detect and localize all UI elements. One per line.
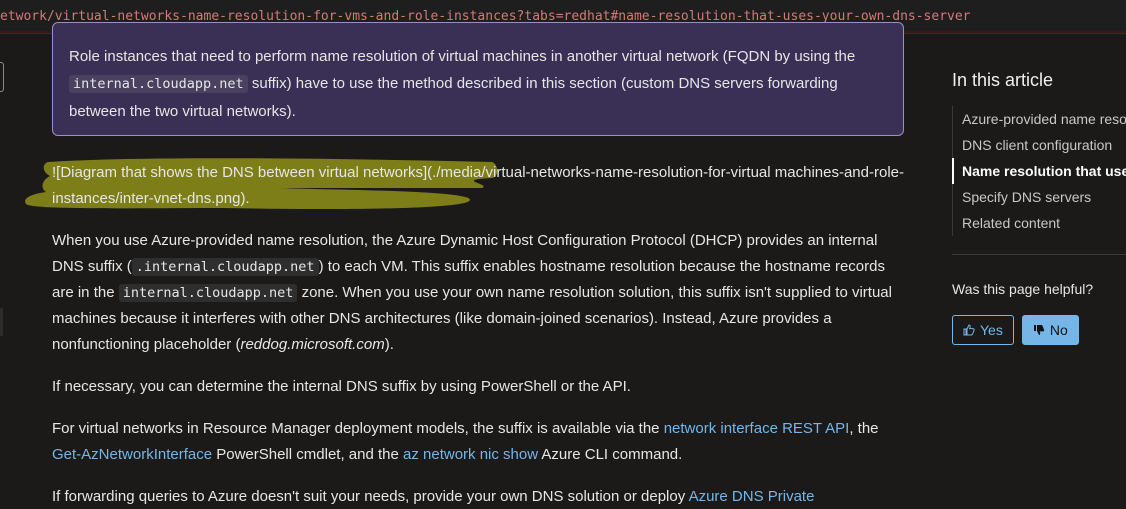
helpful-question: Was this page helpful? <box>952 281 1094 297</box>
link-get-aznetworkinterface[interactable]: Get-AzNetworkInterface <box>52 446 213 463</box>
note-code: internal.cloudapp.net <box>69 75 248 93</box>
para2-text: If necessary, you can determine the inte… <box>52 378 631 395</box>
para1-text-4: ). <box>384 336 394 353</box>
link-network-interface-rest-api[interactable]: network interface REST API <box>663 420 850 437</box>
toc-item-azure-provided[interactable]: Azure-provided name resolution <box>962 111 1126 127</box>
thumbs-up-icon <box>963 324 975 336</box>
image-markdown-text: ![Diagram that shows the DNS between vir… <box>52 164 904 207</box>
no-label: No <box>1049 322 1068 338</box>
paragraph-powershell: If necessary, you can determine the inte… <box>52 374 904 400</box>
paragraph-forwarding: If forwarding queries to Azure doesn't s… <box>52 484 904 509</box>
left-panel-toggle[interactable] <box>0 62 4 92</box>
feedback-buttons: Yes No <box>952 315 1126 345</box>
para1-code-1: .internal.cloudapp.net <box>131 258 319 276</box>
para3-text-3: PowerShell cmdlet, and the <box>212 446 403 463</box>
para3-text-2: , the <box>849 420 879 437</box>
paragraph-resource-manager: For virtual networks in Resource Manager… <box>52 416 904 468</box>
toc-item-specify-dns[interactable]: Specify DNS servers <box>962 189 1092 205</box>
paragraph-dhcp: When you use Azure-provided name resolut… <box>52 228 904 358</box>
note-callout: Role instances that need to perform name… <box>52 22 904 136</box>
para4-text-1: If forwarding queries to Azure doesn't s… <box>52 488 689 505</box>
note-text-2: suffix) have to use the method described… <box>69 75 838 120</box>
no-button[interactable]: No <box>1021 315 1079 345</box>
link-az-network-nic-show[interactable]: az network nic show <box>403 446 539 463</box>
toc-item-related-content[interactable]: Related content <box>962 215 1061 231</box>
table-of-contents: Azure-provided name resolution DNS clien… <box>952 106 1126 236</box>
para1-text-2: ) to each VM. This suffix enables hostna… <box>52 258 885 301</box>
toc-item-own-dns-server[interactable]: Name resolution that uses your own DNS s… <box>952 158 1126 184</box>
thumbs-down-icon <box>1033 325 1044 335</box>
para3-text-4: Azure CLI command. <box>538 446 683 463</box>
sidebar-divider <box>952 254 1126 255</box>
article-content: Role instances that need to perform name… <box>25 22 904 509</box>
in-this-article-sidebar: In this article Azure-provided name reso… <box>952 68 1126 345</box>
note-text-1: Role instances that need to perform name… <box>69 48 856 65</box>
para1-text-3: zone. When you use your own name resolut… <box>52 284 892 353</box>
toc-item-dns-client[interactable]: DNS client configuration <box>962 137 1113 153</box>
sidebar-title: In this article <box>952 70 1054 90</box>
url-text[interactable]: etwork/virtual-networks-name-resolution-… <box>0 9 971 24</box>
para3-text-1: For virtual networks in Resource Manager… <box>52 420 664 437</box>
para1-em: reddog.microsoft.com <box>240 336 385 353</box>
yes-label: Yes <box>980 322 1003 338</box>
para1-code-2: internal.cloudapp.net <box>118 284 298 302</box>
left-panel-marker <box>0 308 3 336</box>
link-azure-dns-private[interactable]: Azure DNS Private <box>688 488 815 505</box>
yes-button[interactable]: Yes <box>952 315 1014 345</box>
image-markdown: ![Diagram that shows the DNS between vir… <box>25 158 904 212</box>
para1-text-1: When you use Azure-provided name resolut… <box>52 232 878 275</box>
